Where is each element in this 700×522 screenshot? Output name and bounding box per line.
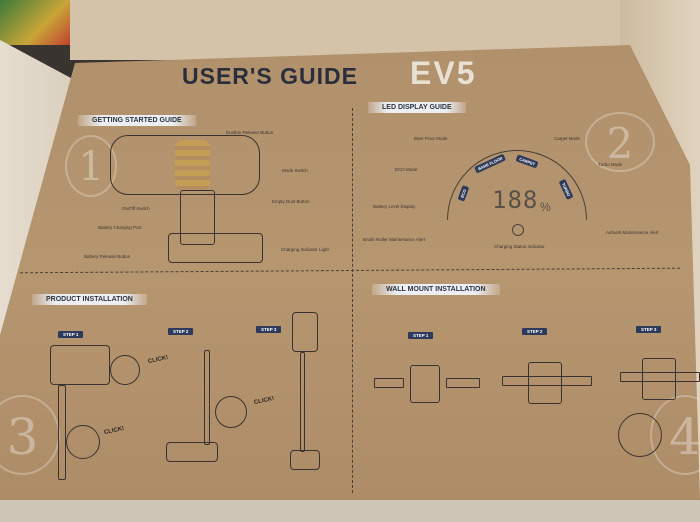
label-charging-status: Charging Status Indicator (494, 244, 545, 249)
wall-step1-bracket (410, 365, 440, 403)
box-bottom-edge (0, 500, 700, 522)
vacuum-handle-drawing (180, 190, 215, 245)
vacuum-cyclone-drawing (175, 140, 210, 190)
label-dustbin-release: Dustbin Release Button (226, 130, 274, 135)
product-step-2: STEP 2 (168, 328, 194, 335)
product-step-1: STEP 1 (58, 331, 84, 338)
wall-step-2: STEP 2 (522, 328, 548, 335)
install-step2-detail (215, 396, 247, 428)
label-brush-roller-alert: Brush Roller Maintenance Alert (363, 237, 426, 242)
led-display-banner: LED DISPLAY GUIDE (368, 102, 466, 113)
section-number-1: 1 (65, 135, 117, 197)
wall-step2-screws (502, 376, 592, 386)
label-charging-light: Charging Indicator Light (281, 247, 329, 252)
wall-step-3: STEP 3 (636, 326, 662, 333)
vertical-divider (352, 108, 353, 493)
label-empty-dust: Empty Dust Button (272, 199, 310, 204)
label-on-off: On/Off Switch (122, 206, 150, 211)
label-battery-release: Battery Release Button (84, 254, 131, 259)
charging-status-icon (512, 224, 524, 236)
wall-step3-detail (618, 413, 662, 457)
model-name: EV5 (410, 55, 477, 91)
install-step2-floorhead (166, 442, 218, 462)
wall-step-1: STEP 1 (408, 332, 434, 339)
label-battery-level: Battery Level Display (373, 204, 416, 209)
wall-step1-screw-left (374, 378, 404, 388)
label-charging-port: Battery Charging Port (98, 225, 142, 230)
product-step-3: STEP 3 (256, 326, 282, 333)
install-step1-detail (110, 355, 140, 385)
wall-step3-bracket (642, 358, 676, 400)
guide-title: USER'S GUIDE (182, 63, 358, 89)
wall-step3-screws (620, 372, 700, 382)
install-step1-drawing (50, 345, 110, 385)
getting-started-banner: GETTING STARTED GUIDE (78, 115, 196, 126)
label-mode-switch: Mode Switch (282, 168, 308, 173)
install-step1-tube (58, 385, 66, 480)
section-number-3: 3 (0, 395, 60, 475)
install-step3-tube (300, 352, 305, 452)
battery-display-unit: % (540, 200, 551, 214)
label-bare-floor: Bare Floor Mode (414, 136, 448, 141)
wall-mount-banner: WALL MOUNT INSTALLATION (372, 284, 500, 295)
background-toy (0, 0, 70, 45)
label-turbo: Turbo Mode (598, 162, 623, 167)
install-step3-floorhead (290, 450, 320, 470)
battery-display-value: 188 (492, 186, 539, 214)
wall-step2-bracket (528, 362, 562, 404)
install-step2-tube (204, 350, 210, 445)
install-step1-detail-2 (66, 425, 100, 459)
vacuum-base-drawing (168, 233, 263, 263)
label-eco: ECO Mode (395, 167, 418, 172)
install-step3-body (292, 312, 318, 352)
product-installation-banner: PRODUCT INSTALLATION (32, 294, 147, 305)
label-carpet: Carpet Mode (554, 136, 581, 141)
label-airbush-alert: Airbush Maintenance Alert (606, 230, 659, 235)
vacuum-body-drawing (110, 135, 260, 195)
section-number-2: 2 (585, 112, 655, 172)
wall-step1-screw-right (446, 378, 480, 388)
